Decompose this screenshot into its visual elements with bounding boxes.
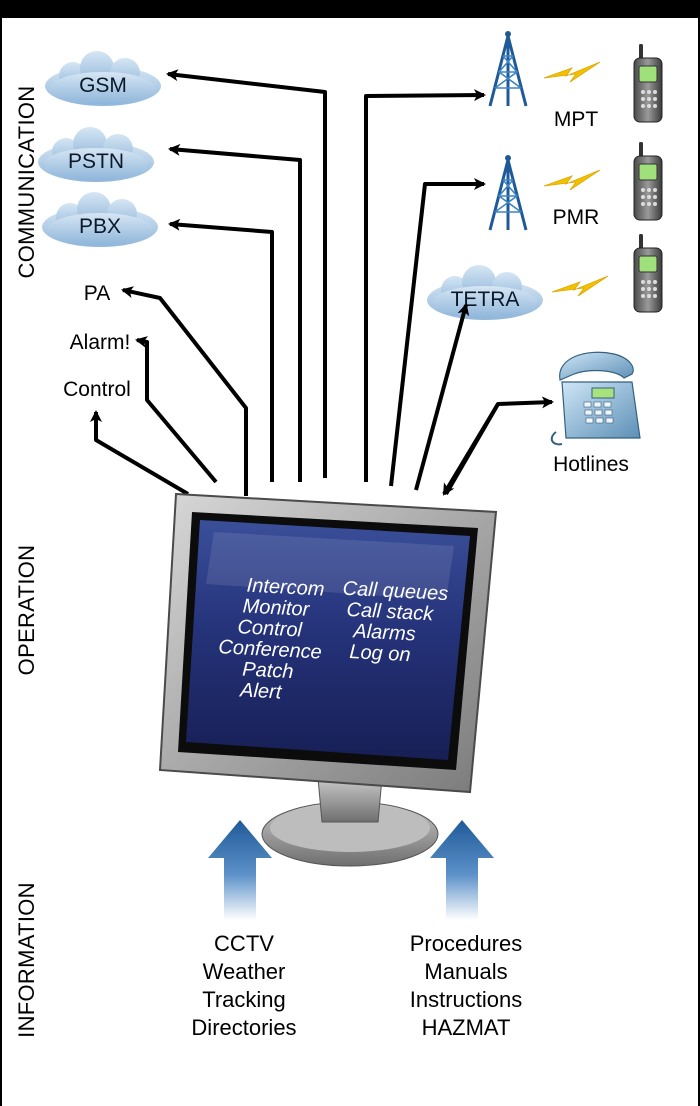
info-directories: Directories xyxy=(191,1015,296,1040)
info-hazmat: HAZMAT xyxy=(422,1015,511,1040)
arrow-pmr xyxy=(389,178,486,487)
cloud-gsm-label: GSM xyxy=(79,74,127,97)
side-label-information: INFORMATION xyxy=(14,882,39,1038)
label-alarm: Alarm! xyxy=(70,331,131,354)
screen-item-log-on: Log on xyxy=(349,641,411,666)
side-label-communication: COMMUNICATION xyxy=(14,86,39,279)
info-arrow-left xyxy=(208,820,272,920)
arrow-control xyxy=(90,410,190,496)
info-manuals: Manuals xyxy=(424,959,507,984)
arrow-pa xyxy=(121,286,248,496)
telephone-icon xyxy=(550,351,641,446)
info-procedures: Procedures xyxy=(410,931,523,956)
cloud-pbx: PBX xyxy=(42,192,158,247)
cloud-pstn-label: PSTN xyxy=(68,150,124,173)
cloud-gsm: GSM xyxy=(45,51,161,106)
info-weather: Weather xyxy=(203,959,286,984)
label-mpt: MPT xyxy=(554,108,599,131)
screen-item-intercom: Intercom xyxy=(246,575,325,601)
info-instructions: Instructions xyxy=(410,987,523,1012)
screen-menu: Intercom Monitor Control Conference Patc… xyxy=(218,575,449,704)
info-tracking: Tracking xyxy=(202,987,286,1012)
label-control: Control xyxy=(63,378,131,401)
cloud-pbx-label: PBX xyxy=(79,215,121,238)
screen-item-monitor: Monitor xyxy=(242,595,311,621)
label-pa: PA xyxy=(84,282,110,305)
arrow-hotlines-in xyxy=(442,402,500,496)
info-list-left: CCTV Weather Tracking Directories xyxy=(191,931,296,1040)
connectors-left xyxy=(90,69,327,496)
info-cctv: CCTV xyxy=(214,931,274,956)
arrow-gsm xyxy=(166,69,327,478)
cloud-pstn: PSTN xyxy=(38,127,154,182)
arrow-alarm xyxy=(135,336,218,484)
label-hotlines: Hotlines xyxy=(553,453,629,476)
arrow-mpt xyxy=(364,89,486,482)
screen-item-conference: Conference xyxy=(218,636,322,663)
side-label-operation: OPERATION xyxy=(14,545,39,676)
monitor-screen xyxy=(186,520,470,760)
label-pmr: PMR xyxy=(553,206,600,229)
arrow-pstn xyxy=(168,143,302,482)
monitor-base-top xyxy=(270,804,430,852)
screen-glare xyxy=(206,532,454,600)
arrow-tetra xyxy=(414,303,470,491)
info-arrow-right xyxy=(430,820,494,920)
screen-item-alarms: Alarms xyxy=(352,620,416,645)
arrow-pbx xyxy=(168,218,274,482)
screen-item-patch: Patch xyxy=(242,658,294,683)
info-list-right: Procedures Manuals Instructions HAZMAT xyxy=(410,931,523,1040)
header-bar xyxy=(0,0,700,18)
connectors-right xyxy=(364,89,554,496)
screen-item-alert: Alert xyxy=(239,679,284,703)
screen-item-control: Control xyxy=(237,616,303,641)
cloud-tetra-label: TETRA xyxy=(451,288,520,311)
monitor: Intercom Monitor Control Conference Patc… xyxy=(158,492,498,867)
screen-item-call-stack: Call stack xyxy=(346,599,435,626)
